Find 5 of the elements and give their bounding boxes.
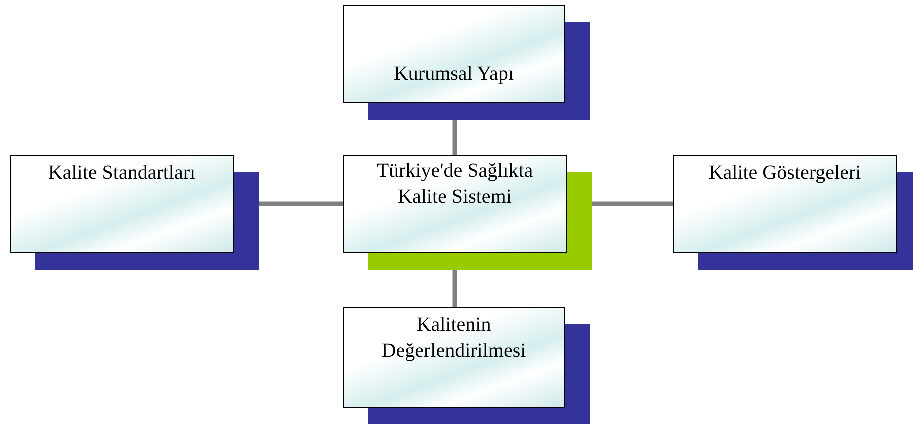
node-label: Kalite Göstergeleri bbox=[708, 161, 862, 186]
node-label: Kurumsal Yapı bbox=[392, 62, 515, 87]
node-label: Kalite Standartları bbox=[47, 161, 197, 186]
node-label: Türkiye'de Sağlıkta Kalite Sistemi bbox=[376, 159, 534, 210]
node-label: Kalitenin Değerlendirilmesi bbox=[380, 313, 528, 364]
